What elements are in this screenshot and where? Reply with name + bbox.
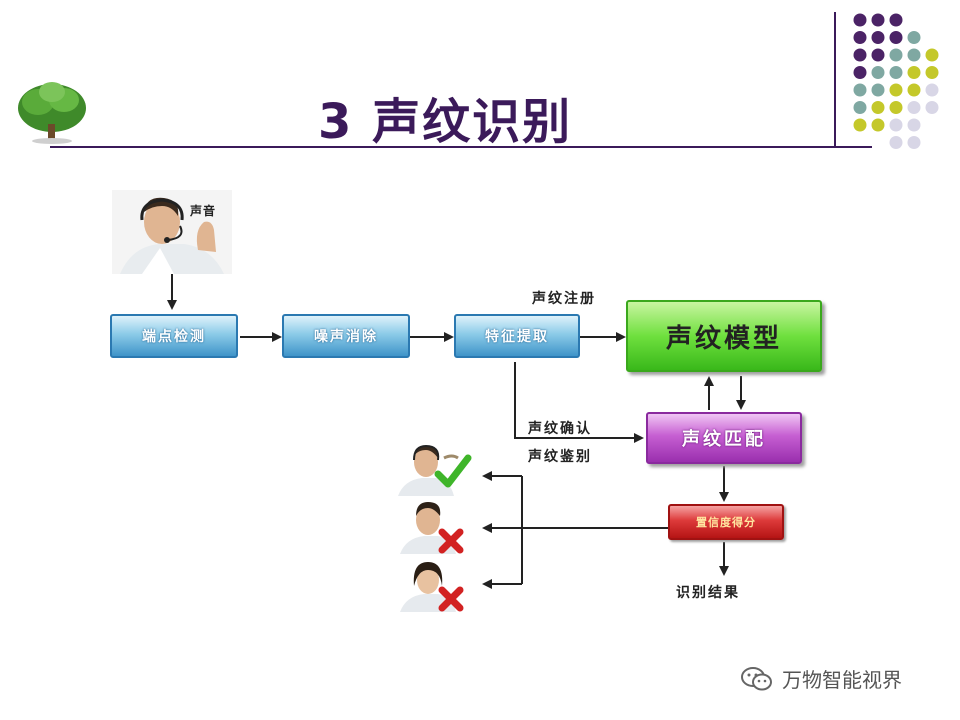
decorative-dot	[853, 66, 867, 79]
decorative-dot	[889, 66, 903, 79]
vertical-divider	[834, 12, 836, 148]
step-noise-removal: 噪声消除	[282, 314, 410, 358]
decorative-dot	[925, 83, 939, 97]
decorative-dot	[889, 48, 903, 62]
step-feature-extraction: 特征提取	[454, 314, 580, 358]
decorative-dot	[889, 13, 903, 27]
decorative-dot	[871, 48, 885, 62]
decorative-dot	[925, 101, 939, 114]
slide-title: 3 声纹识别	[318, 94, 573, 150]
decorative-dot	[871, 13, 885, 27]
decorative-dot	[907, 66, 921, 79]
decorative-dot	[889, 118, 903, 132]
decorative-dot	[871, 31, 885, 44]
decorative-dot	[871, 83, 885, 97]
decorative-dot	[871, 101, 885, 114]
decorative-dot	[907, 31, 921, 44]
step-voiceprint-matching: 声纹匹配	[646, 412, 802, 464]
decorative-dot	[889, 83, 903, 97]
decorative-dot	[889, 101, 903, 114]
tree-logo-icon	[18, 82, 86, 144]
label-recognition-result: 识别结果	[676, 585, 740, 601]
speaker-reject-x-icon	[400, 562, 464, 612]
decorative-dot	[889, 31, 903, 44]
decorative-dot	[907, 118, 921, 132]
label-voiceprint-confirmation: 声纹确认	[528, 421, 592, 437]
speaker-headset-icon	[112, 190, 232, 274]
step-voiceprint-model: 声纹模型	[626, 300, 822, 372]
step-endpoint-detection: 端点检测	[110, 314, 238, 358]
decorative-dot-grid	[853, 13, 939, 149]
decorative-dot	[853, 118, 867, 132]
decorative-dot	[925, 66, 939, 79]
decorative-dot	[853, 101, 867, 114]
speaker-reject-x-icon	[400, 502, 464, 554]
decorative-dot	[871, 66, 885, 79]
label-voiceprint-registration: 声纹注册	[532, 291, 596, 307]
decorative-dot	[853, 48, 867, 62]
decorative-dot	[907, 48, 921, 62]
decorative-dot	[907, 101, 921, 114]
decorative-dot	[853, 13, 867, 27]
decorative-dot	[871, 118, 885, 132]
speaker-match-check-icon	[398, 444, 472, 496]
wechat-icon	[741, 666, 772, 690]
watermark: 万物智能视界	[740, 664, 902, 693]
step-confidence-score: 置信度得分	[668, 504, 784, 540]
decorative-dot	[853, 83, 867, 97]
decorative-dot	[925, 48, 939, 62]
decorative-dot	[853, 31, 867, 44]
label-voiceprint-identification: 声纹鉴别	[528, 449, 592, 465]
decorative-dot	[907, 83, 921, 97]
voice-input-label: 声音	[190, 204, 217, 218]
decorative-dot	[889, 136, 903, 149]
title-underline	[50, 146, 872, 148]
decorative-dot	[907, 136, 921, 149]
watermark-text: 万物智能视界	[782, 668, 902, 692]
